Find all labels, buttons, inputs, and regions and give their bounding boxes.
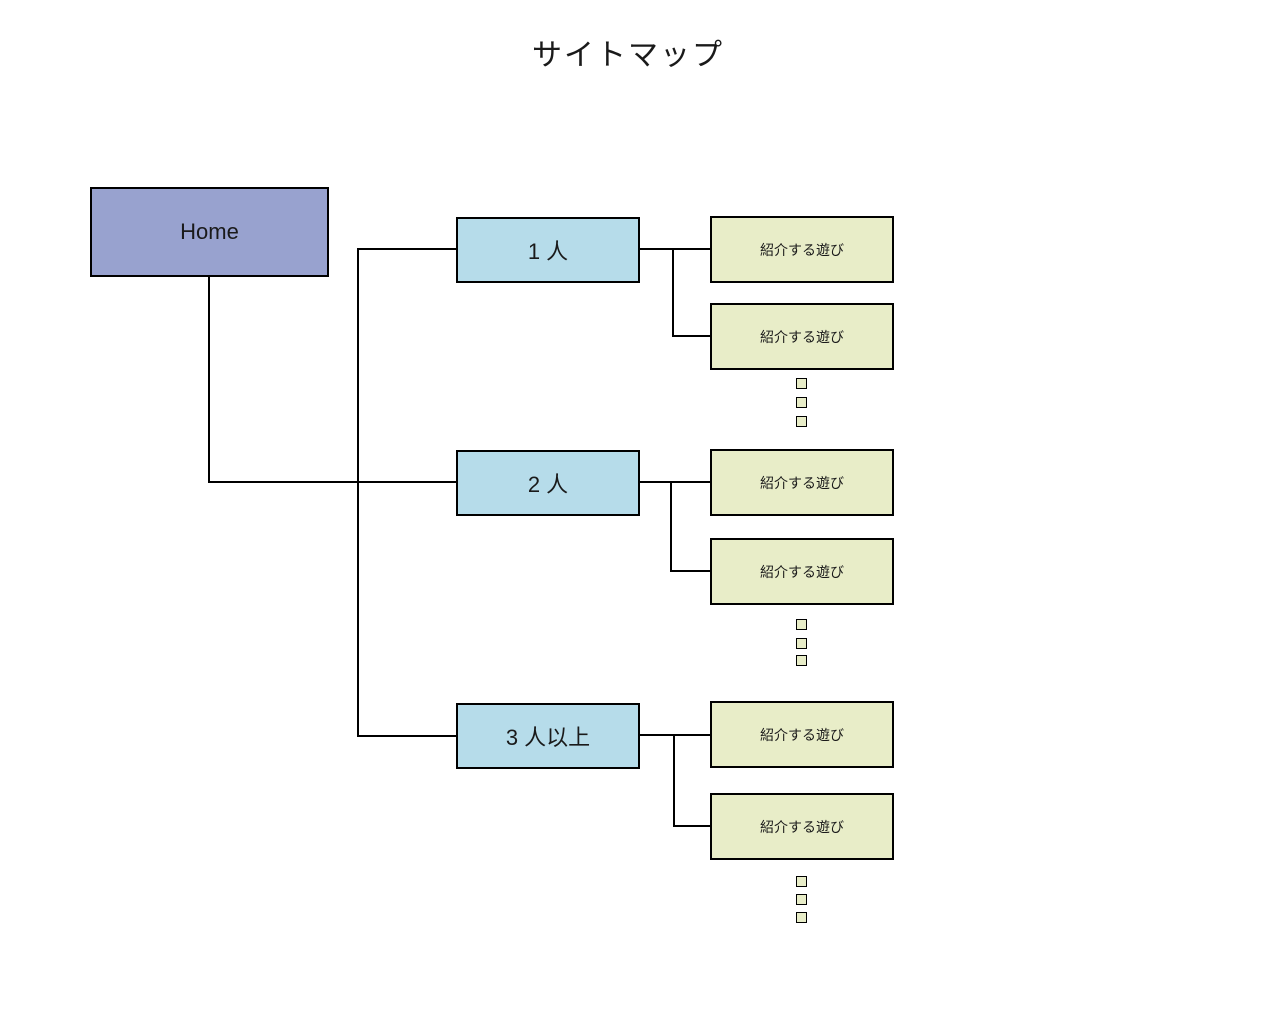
connector-line [672, 248, 674, 337]
connector-line [357, 248, 359, 737]
more-items-marker-square [796, 638, 807, 649]
node-leaf-game: 紹介する遊び [710, 303, 894, 370]
more-items-marker-square [796, 894, 807, 905]
connector-line [670, 570, 710, 572]
connector-line [640, 481, 710, 483]
connector-line [357, 248, 456, 250]
connector-line [672, 335, 710, 337]
node-category-1-person: 1 人 [456, 217, 640, 283]
node-leaf-game: 紹介する遊び [710, 793, 894, 860]
node-home: Home [90, 187, 329, 277]
connector-line [673, 734, 675, 827]
node-category-3-plus-person: 3 人以上 [456, 703, 640, 769]
node-leaf-game: 紹介する遊び [710, 701, 894, 768]
node-leaf-game: 紹介する遊び [710, 449, 894, 516]
connector-line [640, 734, 710, 736]
page-title: サイトマップ [532, 39, 724, 72]
connector-line [357, 735, 456, 737]
more-items-marker-square [796, 655, 807, 666]
connector-line [208, 277, 210, 483]
connector-line [673, 825, 710, 827]
more-items-marker-square [796, 397, 807, 408]
more-items-marker-square [796, 876, 807, 887]
more-items-marker-square [796, 378, 807, 389]
connector-line [640, 248, 710, 250]
more-items-marker-square [796, 619, 807, 630]
connector-line [670, 481, 672, 572]
connector-line [208, 481, 456, 483]
node-leaf-game: 紹介する遊び [710, 538, 894, 605]
more-items-marker-square [796, 912, 807, 923]
more-items-marker-square [796, 416, 807, 427]
node-category-2-person: 2 人 [456, 450, 640, 516]
node-leaf-game: 紹介する遊び [710, 216, 894, 283]
